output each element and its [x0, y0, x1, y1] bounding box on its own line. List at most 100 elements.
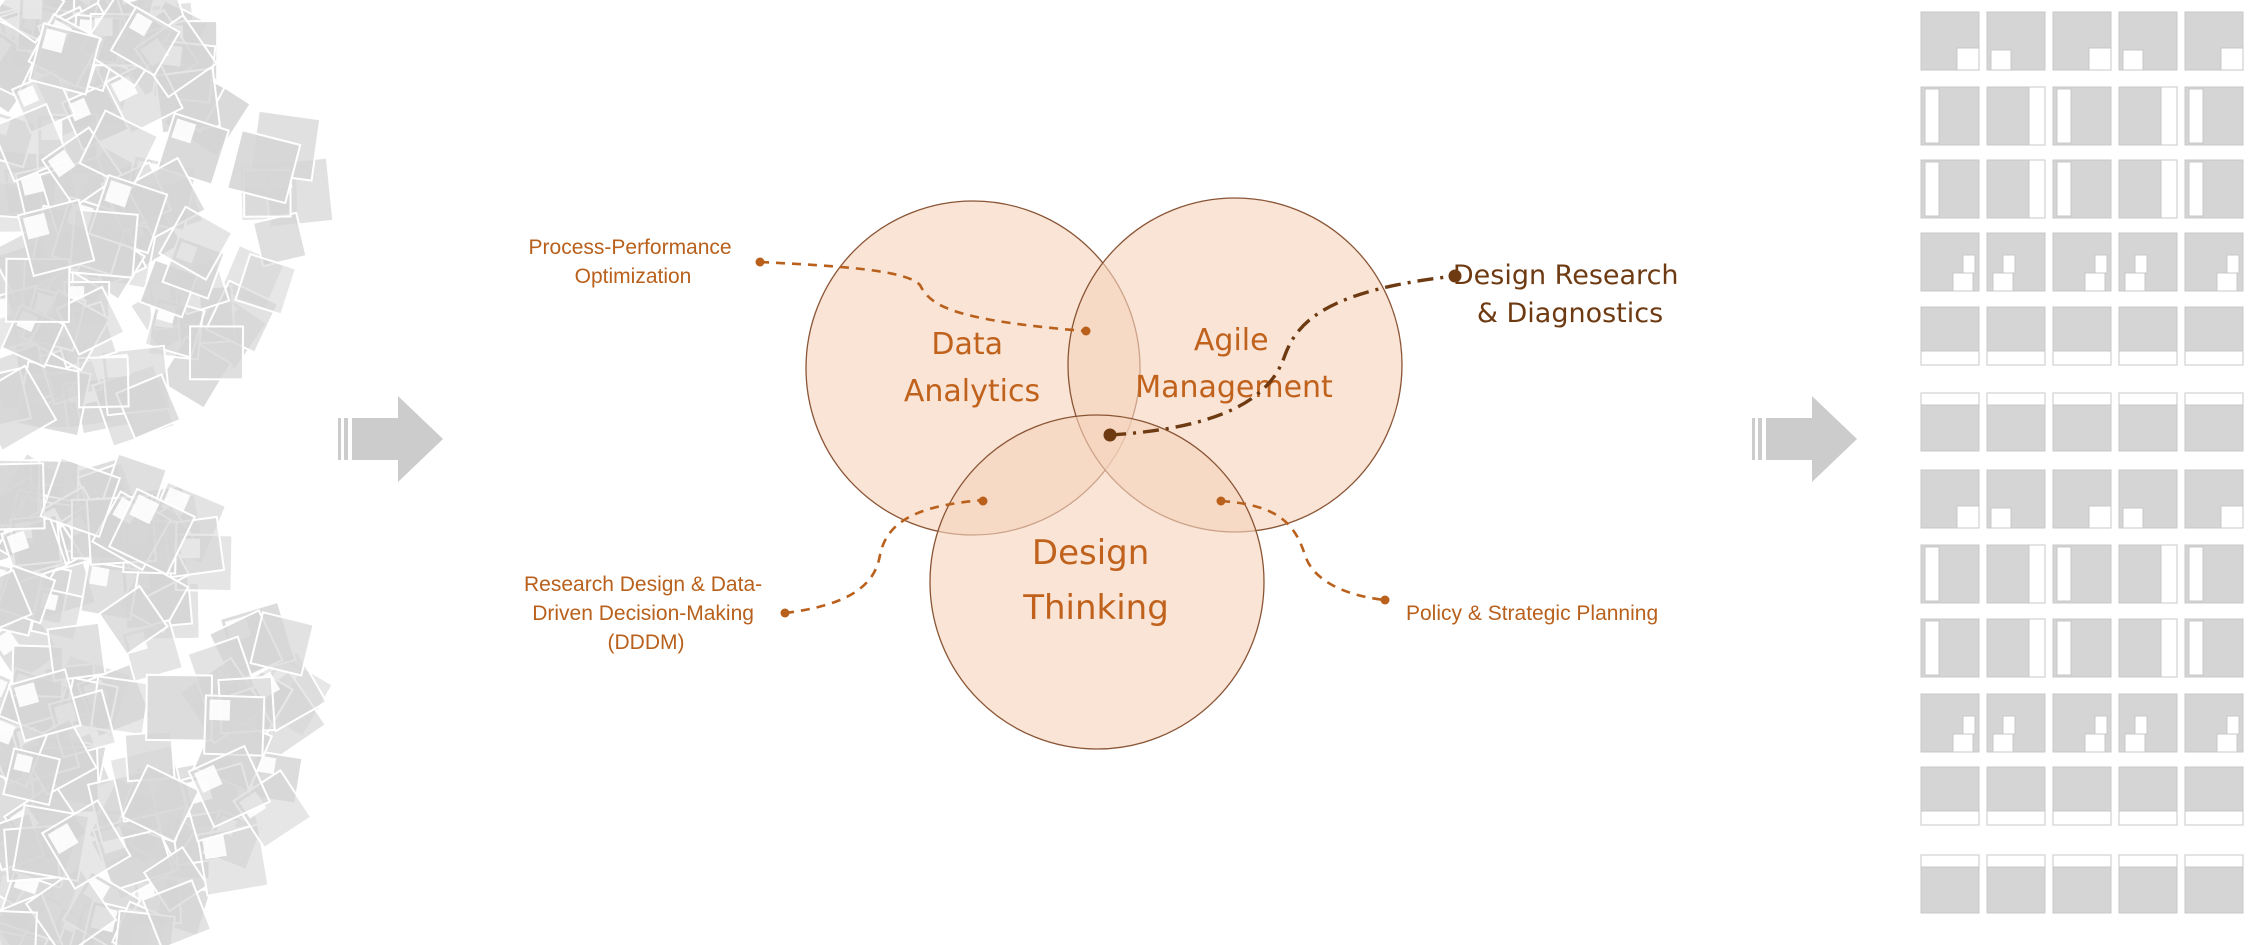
- scatter-tile: [0, 908, 38, 945]
- connector-dddm: [780, 496, 988, 618]
- grid-tile: [1986, 232, 2046, 292]
- grid-tile: [1920, 392, 1980, 452]
- grid-tile: [2118, 618, 2178, 678]
- scatter-tile: [121, 764, 201, 844]
- grid-tile: [2118, 306, 2178, 366]
- connector-process-performance: [755, 257, 1091, 336]
- scatter-tile: [77, 355, 130, 409]
- scatter-tile: [78, 109, 160, 191]
- grid-tile: [2052, 232, 2112, 292]
- label-agile-management: Agile Management: [1135, 323, 1333, 405]
- scatter-tile: [0, 516, 68, 584]
- grid-tile: [2118, 469, 2178, 529]
- grid-tile: [1986, 392, 2046, 452]
- grid-tile: [2184, 392, 2244, 452]
- scatter-tile: [55, 285, 126, 356]
- scatter-tile: [24, 865, 118, 945]
- grid-tile: [2052, 544, 2112, 604]
- connector-design-research: [1103, 269, 1462, 442]
- grid-tile: [2118, 693, 2178, 753]
- scatter-tile: [203, 694, 266, 757]
- grid-tile: [2184, 469, 2244, 529]
- grid-tile: [2184, 306, 2244, 366]
- grid-tile: [1986, 306, 2046, 366]
- grid-tile: [1986, 544, 2046, 604]
- grid-tile: [2052, 766, 2112, 826]
- scatter-tile: [107, 487, 197, 576]
- scatter-tile: [0, 462, 46, 531]
- callout-dddm: Research Design & Data- Driven Decision-…: [524, 573, 768, 654]
- scatter-tile: [28, 22, 102, 96]
- grid-tile: [1986, 618, 2046, 678]
- grid-tile: [1920, 854, 1980, 914]
- grid-tile: [2118, 86, 2178, 146]
- grid-tile: [2118, 232, 2178, 292]
- grid-tile: [2118, 854, 2178, 914]
- scatter-tile: [109, 5, 181, 77]
- grid-tile: [2118, 392, 2178, 452]
- grid-tile: [2052, 469, 2112, 529]
- scatter-tile: [16, 198, 96, 278]
- scatter-tile: [39, 456, 122, 539]
- grid-tile: [2184, 693, 2244, 753]
- arrow-right-icon: [338, 396, 443, 482]
- grid-tile: [2052, 854, 2112, 914]
- grid-tile: [1920, 232, 1980, 292]
- scatter-tile: [0, 569, 33, 634]
- grid-tile: [2184, 232, 2244, 292]
- scatter-tile: [251, 211, 308, 268]
- grid-tile: [2118, 766, 2178, 826]
- grid-tile: [1920, 618, 1980, 678]
- grid-tile: [1920, 693, 1980, 753]
- grid-tile: [1986, 86, 2046, 146]
- scatter-tile: [7, 668, 82, 743]
- grid-tile: [1986, 766, 2046, 826]
- grid-tile: [1920, 544, 1980, 604]
- scatter-tile: [141, 879, 213, 945]
- grid-tile: [1920, 11, 1980, 71]
- tile-grid-right: [1920, 11, 2244, 914]
- scatter-tile: [97, 584, 169, 656]
- grid-tile: [1920, 86, 1980, 146]
- grid-tile: [1986, 693, 2046, 753]
- grid-tile: [2184, 11, 2244, 71]
- circle-design-thinking: [929, 414, 1265, 750]
- grid-tile: [1920, 469, 1980, 529]
- grid-tile: [2052, 159, 2112, 219]
- scatter-tile: [114, 373, 182, 440]
- label-data-analytics: Data Analytics: [904, 327, 1040, 409]
- scatter-tile: [249, 611, 315, 677]
- grid-tile: [2052, 618, 2112, 678]
- grid-tile: [2052, 693, 2112, 753]
- grid-tile: [1986, 854, 2046, 914]
- callout-policy: Policy & Strategic Planning: [1406, 602, 1658, 625]
- label-design-thinking: Design Thinking: [1022, 533, 1169, 628]
- grid-tile: [2052, 11, 2112, 71]
- scatter-tile: [158, 205, 234, 281]
- scatter-tile: [145, 673, 214, 742]
- grid-tile: [2052, 86, 2112, 146]
- scatter-tile: [189, 325, 244, 381]
- grid-tile: [2052, 306, 2112, 366]
- grid-tile: [2184, 618, 2244, 678]
- scatter-tile: [2, 747, 62, 807]
- grid-tile: [2184, 86, 2244, 146]
- scatter-tile: [234, 252, 298, 316]
- grid-tile: [2184, 544, 2244, 604]
- grid-tile: [1920, 766, 1980, 826]
- grid-tile: [1986, 469, 2046, 529]
- arrow-right-icon: [1752, 396, 1857, 482]
- venn-circles: [805, 197, 1403, 750]
- grid-tile: [1920, 306, 1980, 366]
- callout-process-performance: Process-Performance Optimization: [529, 236, 738, 288]
- scatter-tile: [225, 128, 302, 205]
- scattered-tiles-left: [0, 0, 335, 945]
- callout-design-research: Design Research & Diagnostics: [1453, 260, 1687, 329]
- scatter-tile: [46, 621, 107, 682]
- grid-tile: [2184, 854, 2244, 914]
- scatter-tile: [187, 744, 272, 829]
- grid-tile: [1920, 159, 1980, 219]
- grid-tile: [2118, 159, 2178, 219]
- grid-tile: [2118, 544, 2178, 604]
